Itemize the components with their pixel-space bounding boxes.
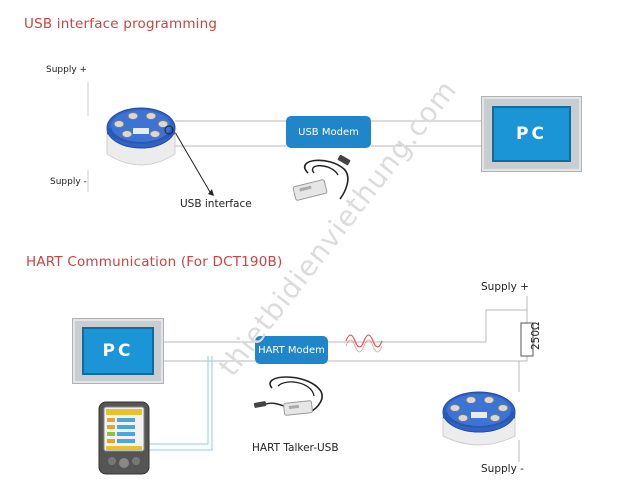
hart-section-title: HART Communication (For DCT190B) xyxy=(26,254,283,270)
temperature-transmitter-hart xyxy=(442,391,516,446)
usb-supply-minus-label: Supply - xyxy=(50,177,87,187)
hart-supply-minus-label: Supply - xyxy=(481,463,524,475)
hart-talker-device-icon xyxy=(254,376,323,416)
hart-signal-wave-2 xyxy=(345,339,383,353)
usb-modem-box: USB Modem xyxy=(286,116,371,148)
hart-supply-plus-label: Supply + xyxy=(481,281,529,293)
usb-modem-device-icon xyxy=(292,155,351,201)
usb-interface-label: USB interface xyxy=(180,198,252,210)
usb-interface-arrowhead xyxy=(208,189,214,196)
hart-modem-box: HART Modem xyxy=(255,336,328,364)
pc-screen-usb: PC xyxy=(492,106,571,162)
temperature-transmitter-usb xyxy=(106,107,176,166)
usb-interface-pointer xyxy=(171,126,211,193)
resistor-bottom-lead xyxy=(518,356,528,392)
resistor-label: 250Ω xyxy=(530,321,542,350)
pc-monitor-usb: PC xyxy=(481,96,582,172)
supply-plus-loop xyxy=(485,296,528,342)
resistor-250-ohm xyxy=(520,322,534,357)
handheld-cable-1 xyxy=(145,356,209,445)
usb-supply-plus-label: Supply + xyxy=(46,65,88,75)
handheld-communicator-icon xyxy=(98,401,150,475)
handheld-cable-2 xyxy=(145,356,213,451)
pc-screen-hart: PC xyxy=(82,327,154,375)
pc-monitor-hart: PC xyxy=(72,318,164,384)
usb-section-title: USB interface programming xyxy=(24,16,218,32)
hart-talker-label: HART Talker-USB xyxy=(252,442,339,454)
hart-signal-wave xyxy=(345,334,383,348)
